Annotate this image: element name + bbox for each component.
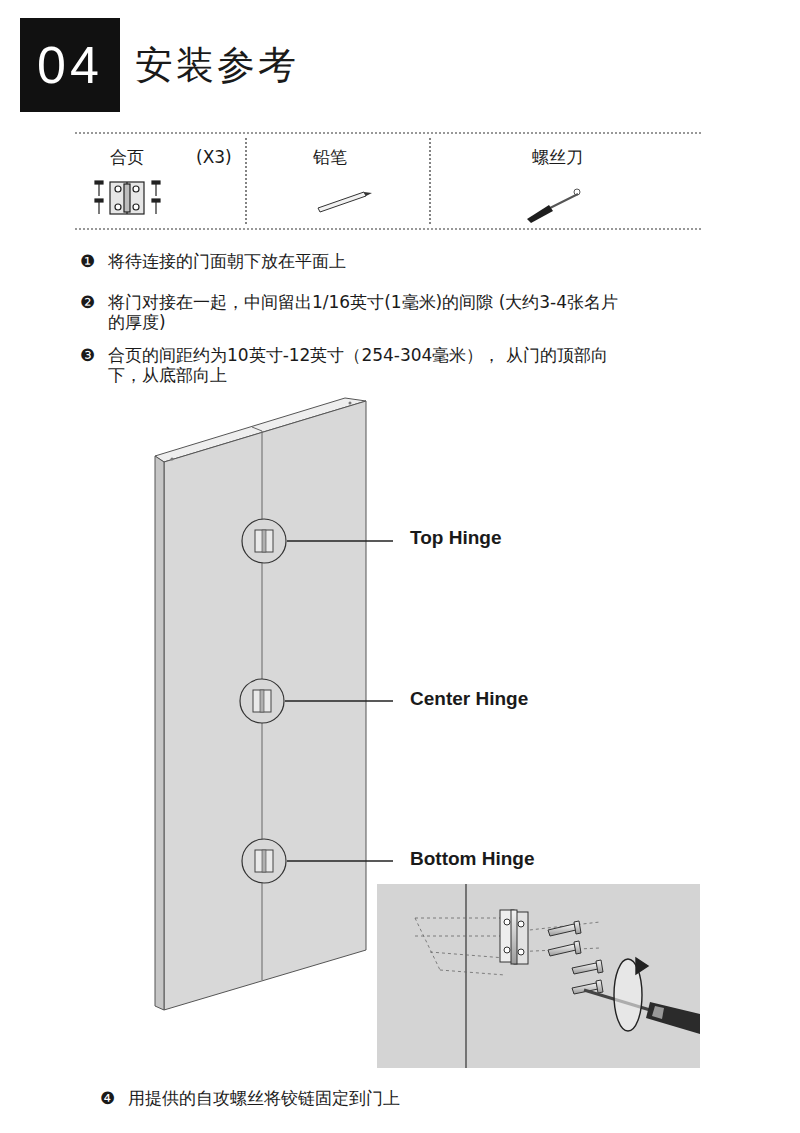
install-detail (377, 884, 700, 1068)
callout-label: Top Hinge (410, 528, 501, 548)
hinge-icon (95, 181, 160, 214)
tool-name: 螺丝刀 (532, 147, 583, 167)
quantity: (X3) (196, 147, 232, 167)
door-panels (155, 398, 366, 1010)
pencil-icon (318, 192, 372, 212)
rotation-arrow (614, 958, 648, 1031)
page-title: 安装参考 (135, 40, 299, 91)
step-text: 合页的间距约为10英寸-12英寸（254-304毫米）， 从门的顶部向下，从底部… (108, 345, 628, 385)
table-rules (75, 133, 703, 229)
step-text: 将待连接的门面朝下放在平面上 (108, 251, 668, 271)
door-hinges (240, 519, 393, 883)
tool-name: 合页 (110, 147, 144, 167)
step-text: 将门对接在一起，中间留出1/16英寸(1毫米)的间隙 (大约3-4张名片的厚度) (108, 292, 623, 332)
callout-label: Center Hinge (410, 689, 528, 709)
step-number: ❶ (80, 251, 95, 271)
callout-label: Bottom Hinge (410, 849, 535, 869)
section-number-box: 04 (20, 18, 120, 112)
step-number: ❸ (80, 345, 95, 365)
step-text: 用提供的自攻螺丝将铰链固定到门上 (128, 1088, 688, 1108)
step-number: ❷ (80, 292, 95, 312)
tool-name: 铅笔 (313, 147, 347, 167)
section-number: 04 (37, 35, 103, 95)
screwdriver-icon (527, 189, 580, 223)
step-number: ❹ (100, 1088, 115, 1108)
